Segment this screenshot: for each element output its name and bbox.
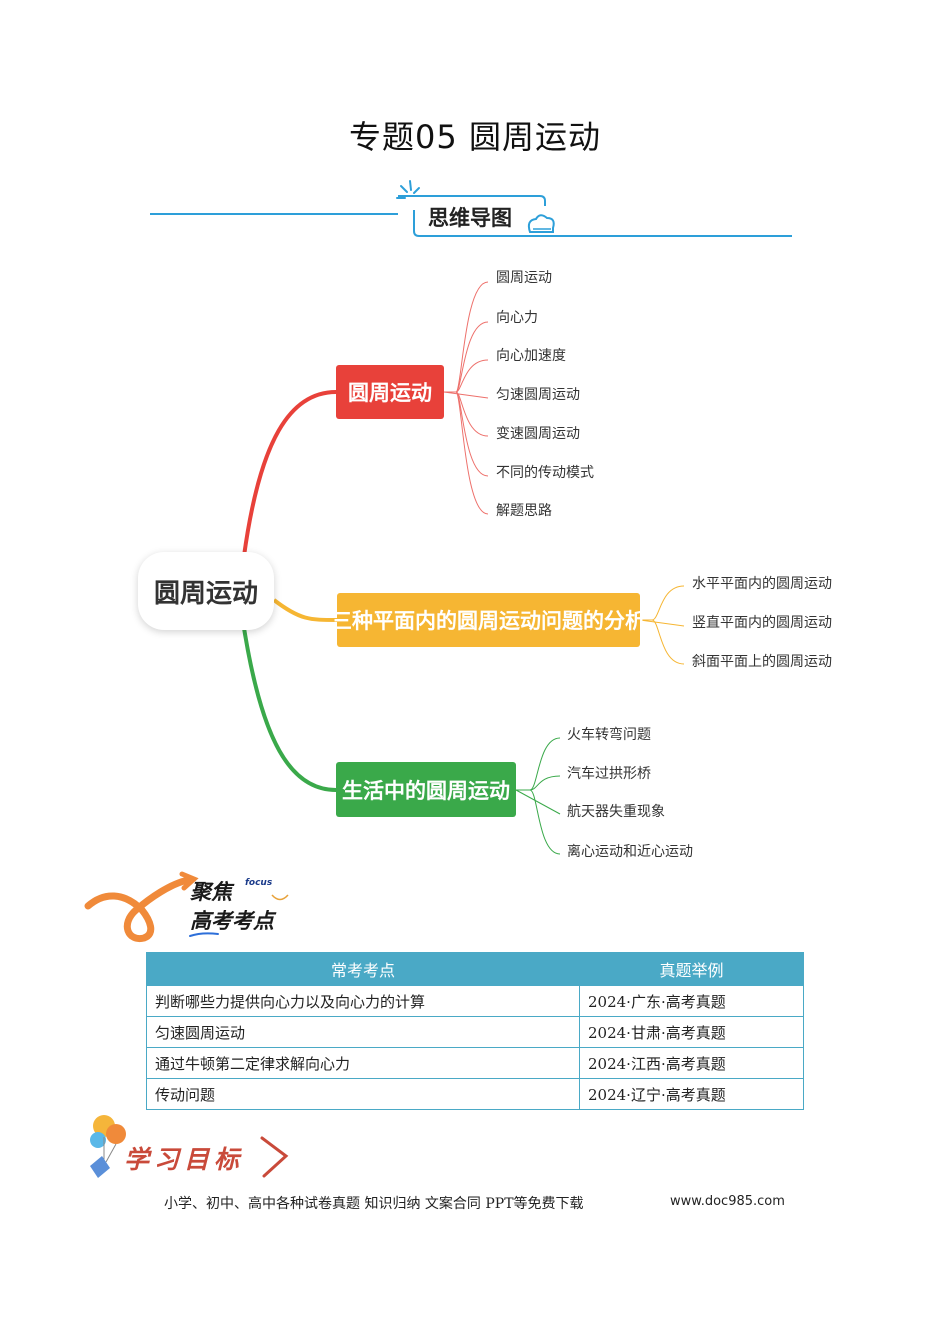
footer-text: 小学、初中、高中各种试卷真题 知识归纳 文案合同 PPT等免费下载 <box>164 1196 584 1212</box>
mindmap-leaf: 离心运动和近心运动 <box>567 844 693 860</box>
exam-points-table: 常考考点 真题举例 判断哪些力提供向心力以及向心力的计算 2024·广东·高考真… <box>146 952 804 1110</box>
mindmap-leaf: 向心力 <box>496 310 538 326</box>
table-row: 判断哪些力提供向心力以及向心力的计算 2024·广东·高考真题 <box>146 985 804 1017</box>
chevron-right-icon <box>260 1136 289 1178</box>
mindmap-header-decoration <box>150 180 792 237</box>
table-row: 传动问题 2024·辽宁·高考真题 <box>146 1078 804 1110</box>
table-cell: 通过牛顿第二定律求解向心力 <box>146 1047 580 1079</box>
mindmap-root: 圆周运动 <box>138 552 274 630</box>
focus-tag: focus <box>245 878 273 888</box>
table-header-exam-point: 常考考点 <box>146 952 580 986</box>
table-cell: 2024·广东·高考真题 <box>579 985 804 1017</box>
mindmap-leaf: 航天器失重现象 <box>567 804 665 820</box>
table-cell: 2024·甘肃·高考真题 <box>579 1016 804 1048</box>
mindmap-leaf: 圆周运动 <box>496 270 552 286</box>
chef-hat-icon <box>527 214 555 233</box>
mindmap-leaf: 水平平面内的圆周运动 <box>692 576 832 592</box>
table-row: 通过牛顿第二定律求解向心力 2024·江西·高考真题 <box>146 1047 804 1079</box>
mindmap-leaf: 不同的传动模式 <box>496 465 594 481</box>
table-row: 匀速圆周运动 2024·甘肃·高考真题 <box>146 1016 804 1048</box>
mindmap-leaf: 斜面平面上的圆周运动 <box>692 654 832 670</box>
table-cell: 传动问题 <box>146 1078 580 1110</box>
underline-stroke-icon <box>189 932 219 937</box>
mindmap-leaf: 向心加速度 <box>496 348 566 364</box>
mindmap-leaf: 火车转弯问题 <box>567 727 651 743</box>
table-cell: 判断哪些力提供向心力以及向心力的计算 <box>146 985 580 1017</box>
mindmap-leaf: 解题思路 <box>496 503 552 519</box>
table-cell: 2024·辽宁·高考真题 <box>579 1078 804 1110</box>
learning-goal-header: 学习目标 <box>124 1145 245 1174</box>
mindmap-branch-three-planes: 三种平面内的圆周运动问题的分析 <box>331 593 646 647</box>
mindmap-connectors <box>242 281 685 855</box>
mindmap-leaf: 匀速圆周运动 <box>496 387 580 403</box>
mindmap-header: 思维导图 <box>428 206 512 230</box>
focus-title-line1: 聚焦 <box>190 880 232 904</box>
table-cell: 匀速圆周运动 <box>146 1016 580 1048</box>
footer-link[interactable]: www.doc985.com <box>670 1194 785 1209</box>
focus-swoosh-icon <box>84 871 199 943</box>
mindmap-leaf: 竖直平面内的圆周运动 <box>692 615 832 631</box>
focus-title-line2: 高考考点 <box>190 909 274 933</box>
page-title: 专题05 圆周运动 <box>349 118 601 156</box>
table-header-example: 真题举例 <box>579 952 804 986</box>
mindmap-leaf: 汽车过拱形桥 <box>567 766 651 782</box>
table-cell: 2024·江西·高考真题 <box>579 1047 804 1079</box>
mindmap-leaf: 变速圆周运动 <box>496 426 580 442</box>
balloon-icon <box>90 1115 126 1178</box>
smile-icon <box>271 894 289 901</box>
mindmap-branch-circular-motion: 圆周运动 <box>336 365 444 419</box>
mindmap-branch-daily-life: 生活中的圆周运动 <box>336 762 516 817</box>
